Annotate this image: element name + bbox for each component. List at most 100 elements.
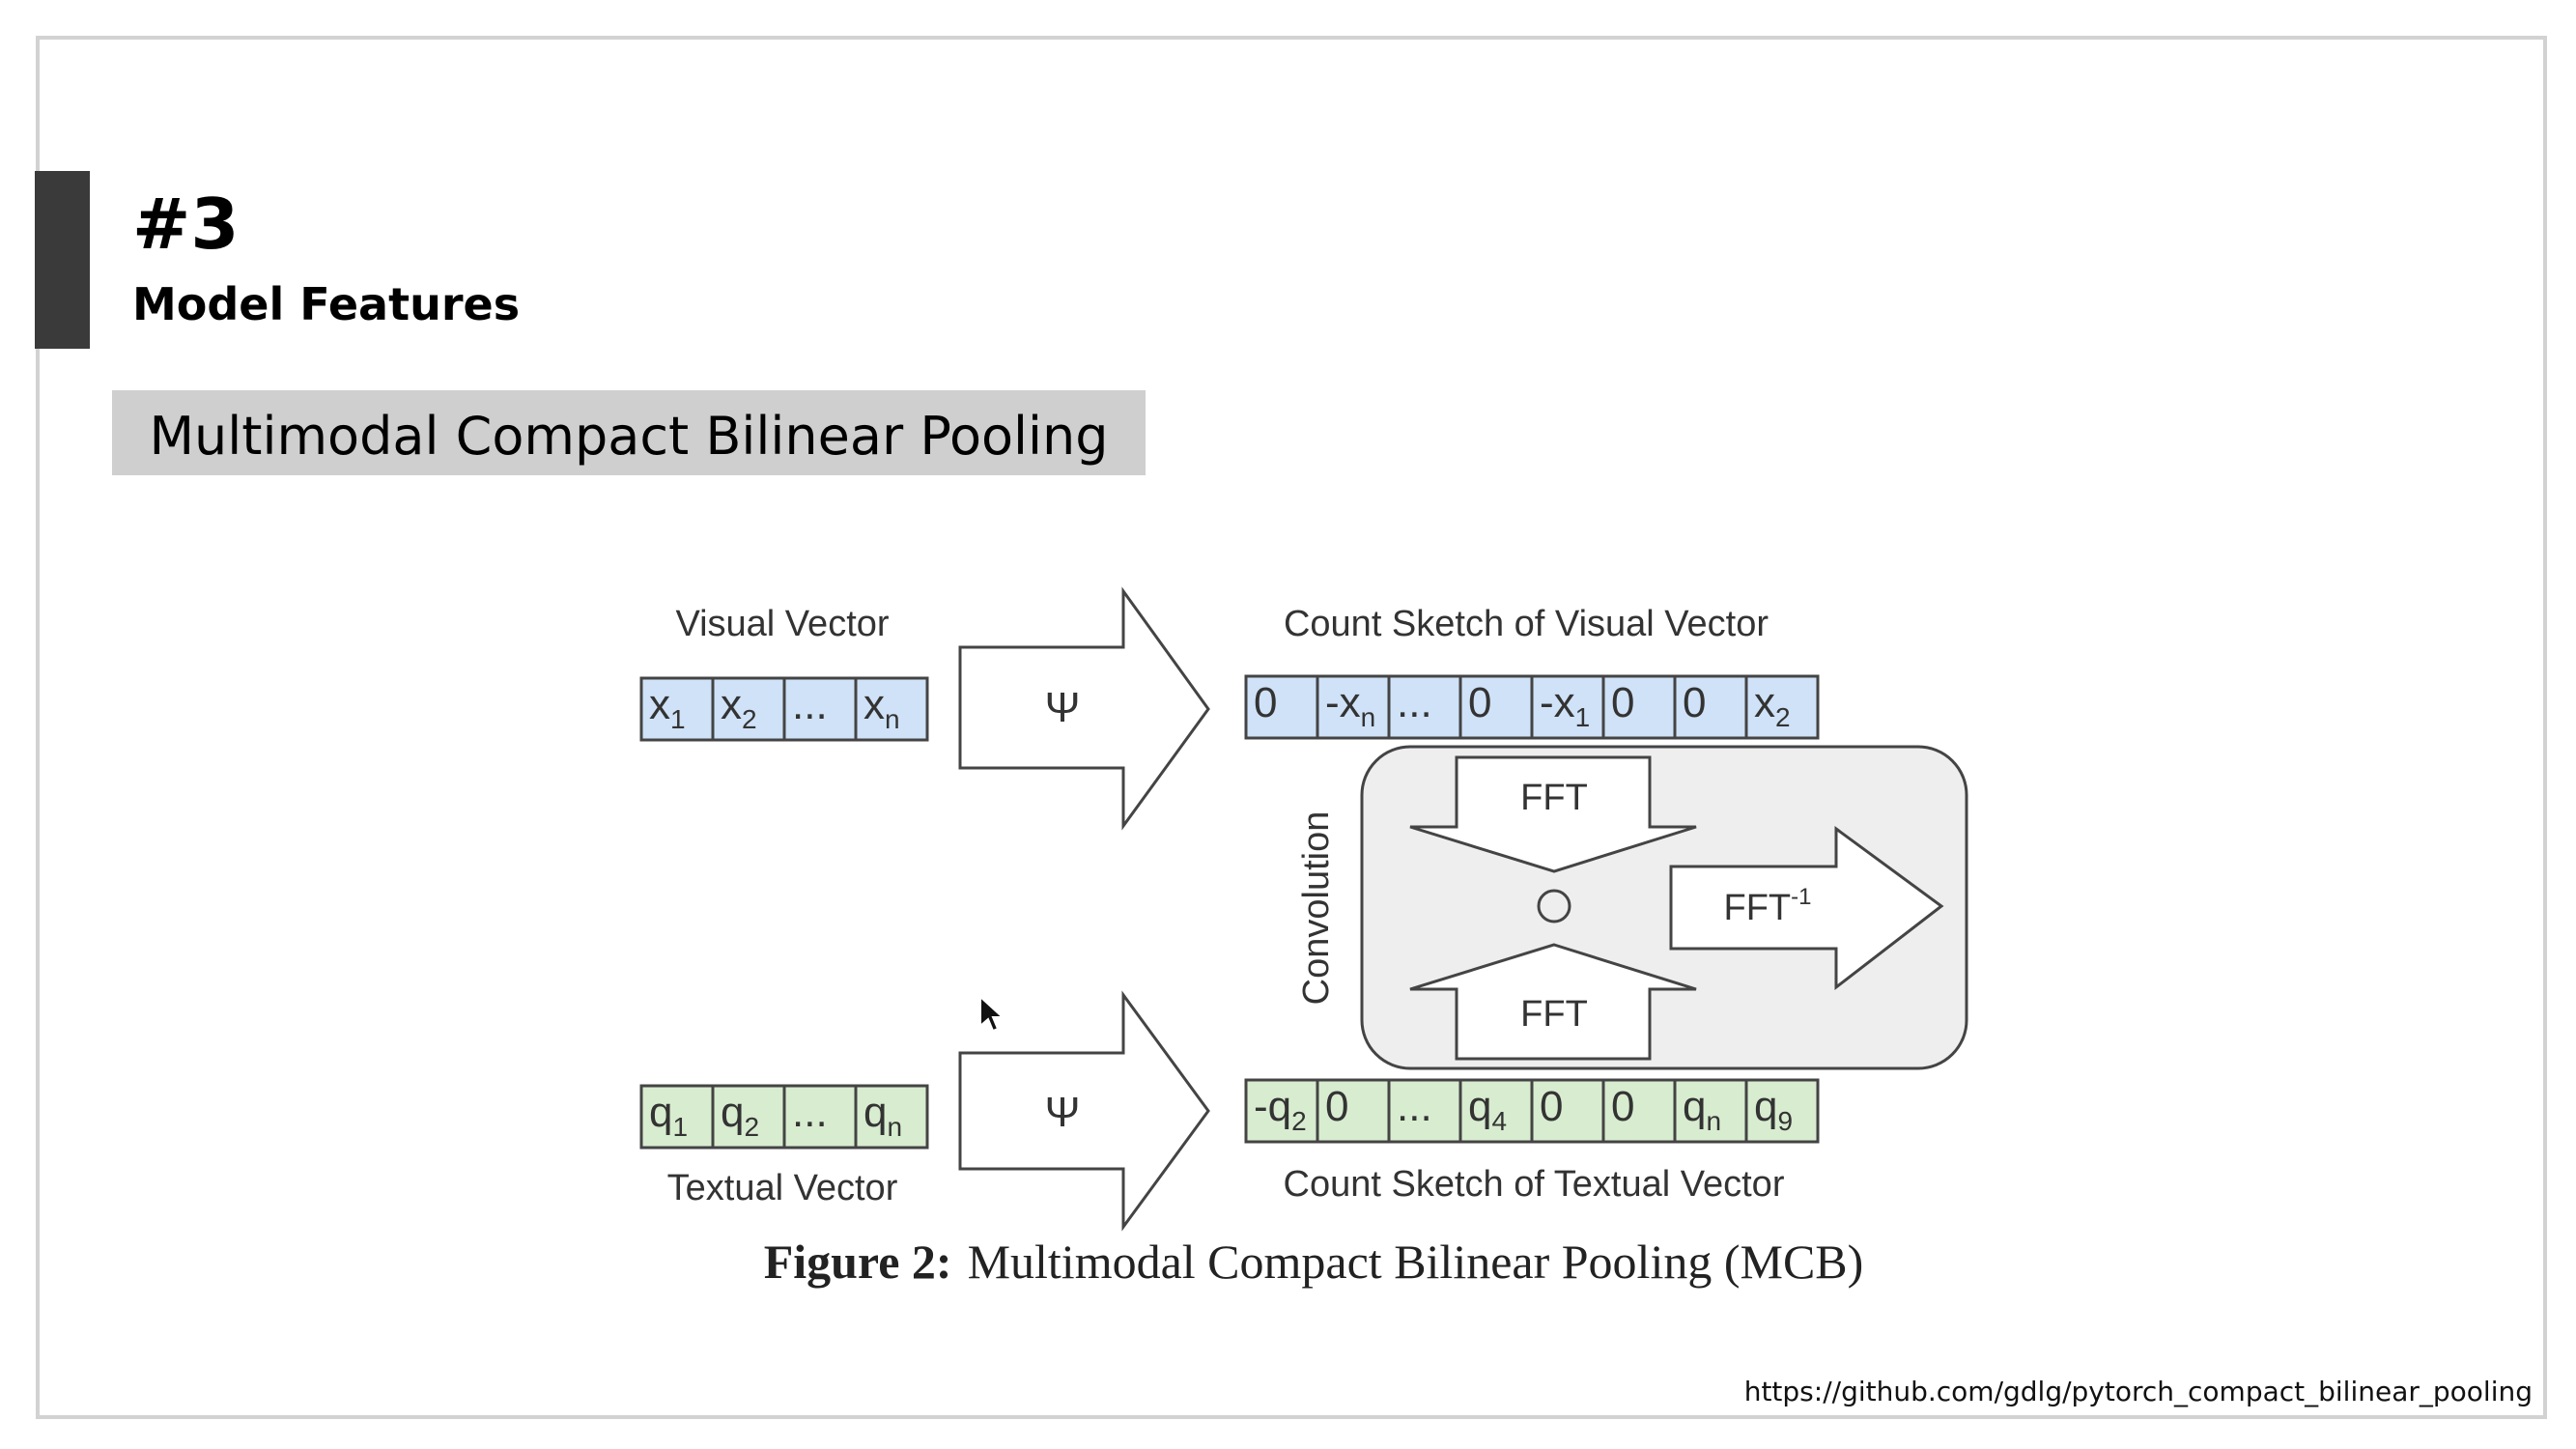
vector-cell-base: 0: [1468, 679, 1491, 726]
figure-caption-prefix: Figure 2:: [764, 1235, 952, 1289]
vector-cell-base: q: [1683, 1083, 1706, 1130]
vector-cell-box: [1387, 1078, 1462, 1144]
vector-cell-value: 0: [1683, 679, 1706, 726]
vector-cell-subscript: 1: [1575, 702, 1591, 732]
vector-cell-base: ...: [792, 1089, 828, 1136]
vector-cell-base: -x: [1325, 679, 1361, 726]
vector-cell-subscript: n: [1706, 1106, 1721, 1136]
vector-cell-box: [1530, 674, 1605, 740]
inverse-fft-arrow: [1669, 826, 1944, 991]
vector-cell-value: qn: [1683, 1083, 1721, 1136]
visual-vector-label: Visual Vector: [675, 604, 889, 644]
vector-cell-subscript: 2: [1291, 1106, 1307, 1136]
vector-cell-value: q9: [1754, 1083, 1793, 1136]
vector-cell-box: [1458, 674, 1534, 740]
topic-title: Multimodal Compact Bilinear Pooling: [149, 406, 1109, 467]
convolution-label: Convolution: [1296, 811, 1337, 1006]
mouse-pointer-icon: [978, 994, 1005, 1038]
vector-cell-box: [1744, 1078, 1820, 1144]
vector-cell-base: x: [863, 681, 885, 728]
vector-cell-base: -x: [1540, 679, 1575, 726]
figure-caption: Figure 2: Multimodal Compact Bilinear Poo…: [764, 1235, 1864, 1289]
vector-cell-value: q1: [649, 1089, 688, 1142]
vector-cell-base: q: [1468, 1083, 1491, 1130]
fft-label-textual: FFT: [1520, 994, 1588, 1035]
section-number: #3: [132, 184, 240, 265]
elementwise-product-icon: [1537, 889, 1571, 923]
vector-cell-subscript: 2: [742, 704, 757, 734]
source-url: https://github.com/gdlg/pytorch_compact_…: [1743, 1376, 2533, 1407]
vector-cell-box: [1673, 674, 1748, 740]
vector-cell-value: x2: [721, 681, 757, 734]
vector-cell-subscript: 4: [1491, 1106, 1507, 1136]
psi-arrow-visual: [958, 586, 1210, 831]
vector-cell-base: q: [1754, 1083, 1777, 1130]
section-accent-bar: [35, 171, 90, 349]
vector-cell-base: ...: [792, 681, 828, 728]
vector-cell-subscript: n: [887, 1112, 902, 1142]
vector-cell-base: 0: [1254, 679, 1277, 726]
vector-cell-value: -q2: [1254, 1083, 1307, 1136]
vector-cell-value: 0: [1611, 679, 1634, 726]
vector-cell-base: 0: [1683, 679, 1706, 726]
vector-cell-base: 0: [1611, 1083, 1634, 1130]
vector-cell-value: x1: [649, 681, 686, 734]
vector-cell-base: 0: [1611, 679, 1634, 726]
vector-cell-value: ...: [792, 681, 828, 728]
vector-cell-value: q2: [721, 1089, 759, 1142]
vector-cell-subscript: 1: [672, 1112, 688, 1142]
vector-cell-subscript: n: [885, 704, 900, 734]
vector-cell-base: x: [649, 681, 670, 728]
vector-cell-subscript: 2: [1775, 702, 1791, 732]
vector-cell-box: [1744, 674, 1820, 740]
vector-cell-base: x: [1754, 679, 1775, 726]
vector-cell-value: ...: [1397, 679, 1432, 726]
mcb-diagram: Visual Vector Count Sketch of Visual Vec…: [618, 570, 2009, 1304]
vector-cell-subscript: n: [1361, 702, 1376, 732]
vector-cell-box: [854, 676, 929, 742]
vector-cell-value: 0: [1611, 1083, 1634, 1130]
figure-caption-text: Multimodal Compact Bilinear Pooling (MCB…: [968, 1235, 1864, 1289]
vector-cell-box: [1316, 674, 1391, 740]
vector-cell-box: [1244, 674, 1319, 740]
inverse-fft-superscript: -1: [1791, 884, 1811, 910]
vector-cell-base: 0: [1325, 1083, 1348, 1130]
count-sketch-textual-label: Count Sketch of Textual Vector: [1284, 1164, 1785, 1205]
psi-symbol-visual: Ψ: [1045, 684, 1081, 731]
vector-cell-value: x2: [1754, 679, 1791, 732]
vector-cell-base: ...: [1397, 1083, 1432, 1130]
vector-cell-base: ...: [1397, 679, 1432, 726]
vector-cell-value: q4: [1468, 1083, 1507, 1136]
vector-cell-value: ...: [1397, 1083, 1432, 1130]
inverse-fft-text: FFT: [1724, 888, 1792, 928]
vector-cell-base: q: [649, 1089, 672, 1136]
psi-symbol-textual: Ψ: [1045, 1089, 1081, 1136]
vector-cell-value: 0: [1540, 1083, 1563, 1130]
vector-cell-value: 0: [1325, 1083, 1348, 1130]
vector-cell-value: -x1: [1540, 679, 1590, 732]
vector-cell-value: 0: [1468, 679, 1491, 726]
fft-label-visual: FFT: [1520, 778, 1588, 818]
vector-cell-value: ...: [792, 1089, 828, 1136]
fft-arrow-visual: [1409, 755, 1697, 873]
vector-cell-value: xn: [863, 681, 900, 734]
vector-cell-box: [639, 1084, 715, 1150]
vector-cell-box: [854, 1084, 929, 1150]
vector-cell-box: [782, 1084, 858, 1150]
count-sketch-visual-label: Count Sketch of Visual Vector: [1284, 604, 1769, 644]
vector-cell-box: [1601, 674, 1677, 740]
vector-cell-value: 0: [1254, 679, 1277, 726]
mcb-diagram-svg: Visual Vector Count Sketch of Visual Vec…: [639, 586, 1968, 1289]
vector-cell-value: -xn: [1325, 679, 1375, 732]
textual-vector-label: Textual Vector: [667, 1168, 898, 1208]
vector-cell-base: q: [863, 1089, 887, 1136]
vector-cell-box: [639, 676, 715, 742]
vector-cell-box: [1316, 1078, 1391, 1144]
fft-arrow-textual: [1409, 943, 1697, 1061]
vector-cell-subscript: 2: [744, 1112, 759, 1142]
vector-cell-value: qn: [863, 1089, 902, 1142]
vector-cell-base: x: [721, 681, 742, 728]
